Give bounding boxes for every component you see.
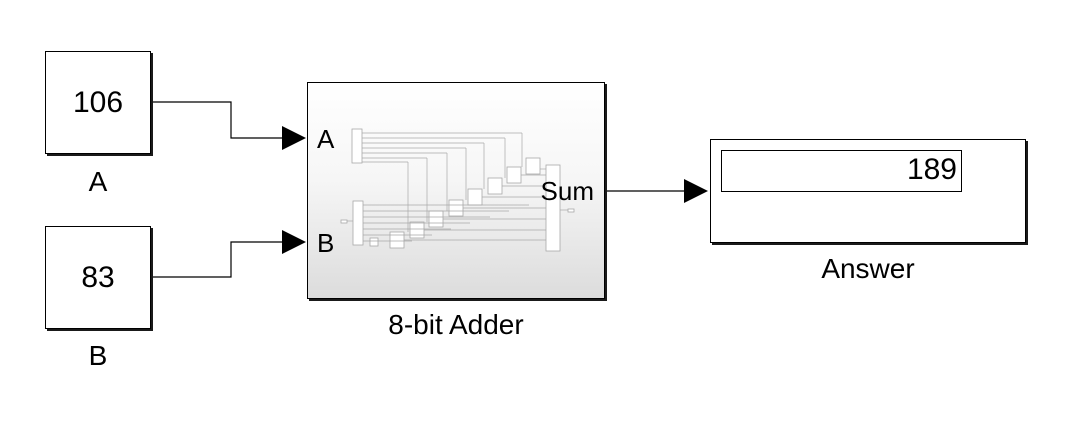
signal-line-a[interactable] [152,101,282,139]
arrowhead-a [282,126,306,150]
constant-block-a[interactable]: 106 [45,51,151,154]
signal-line-b[interactable] [152,241,282,278]
adder-port-sum-label: Sum [540,176,594,206]
inner-circuit-preview [340,128,575,252]
constant-a-value: 106 [72,85,124,119]
constant-b-value: 83 [81,260,115,294]
constant-a-label: A [88,166,108,197]
adder-subsystem-block[interactable]: A B Sum [307,82,605,299]
adder-label: 8-bit Adder [388,309,524,340]
display-block[interactable]: 189 [710,139,1026,243]
display-label: Answer [821,253,915,284]
arrowhead-b [282,230,306,254]
constant-block-b[interactable]: 83 [45,226,151,329]
constant-b-label: B [88,340,108,371]
adder-port-b-label: B [317,228,335,258]
adder-port-a-label: A [317,124,335,154]
display-value: 189 [721,150,962,192]
arrowhead-sum [684,179,708,203]
